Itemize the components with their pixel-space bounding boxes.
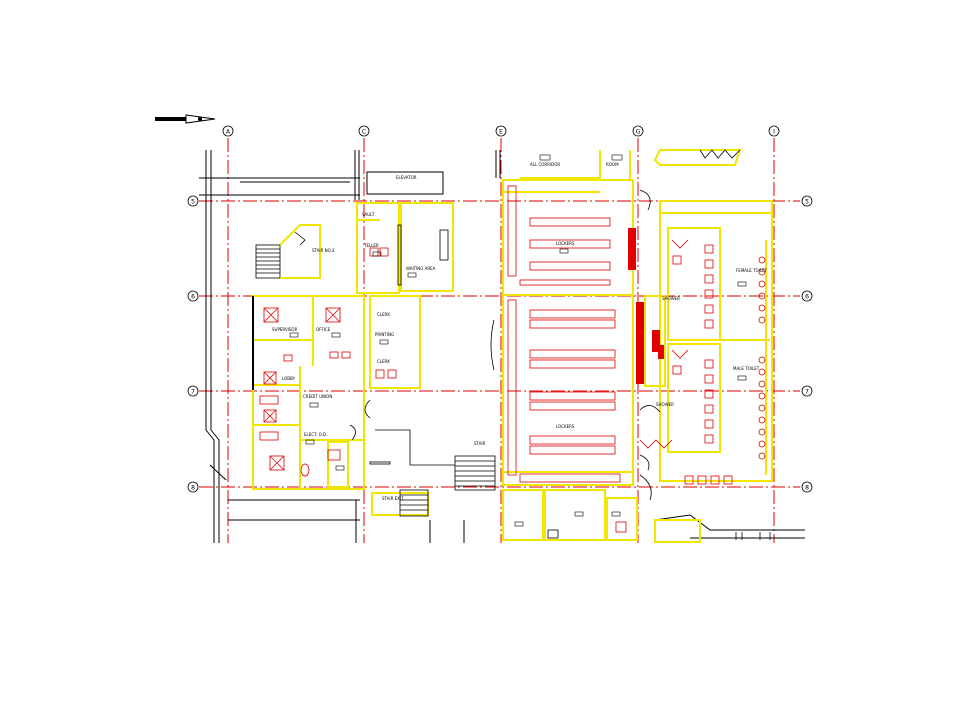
room-label-elevator: ELEVATOR bbox=[396, 175, 417, 180]
column-grid-markers: A C E G I bbox=[222, 125, 780, 137]
grid-label-row: 6 bbox=[805, 294, 809, 301]
room-labels: ELEVATOR VAULT TELLER WAITING AREA STAIR… bbox=[272, 162, 768, 501]
room-label-elect: ELECT. O.D. bbox=[304, 432, 327, 437]
room-label-lockers-upper: LOCKERS bbox=[556, 241, 575, 246]
locker-rows bbox=[507, 185, 621, 483]
grid-label-row: 8 bbox=[805, 485, 809, 492]
grid-label-row: 6 bbox=[191, 294, 195, 301]
room-label-credit-union: CREDIT UNION bbox=[303, 394, 332, 399]
toilet-fixtures bbox=[639, 239, 766, 485]
solid-fixtures bbox=[628, 228, 664, 384]
room-label-vault: VAULT bbox=[362, 212, 375, 217]
room-label-printing: PRINTING bbox=[375, 332, 394, 337]
grid-label-col: G bbox=[636, 129, 641, 136]
grid-label-col: E bbox=[499, 129, 503, 136]
room-label-clerk-upper: CLERK bbox=[377, 312, 390, 317]
grid-label-row: 5 bbox=[805, 199, 809, 206]
grid-label-col: I bbox=[773, 129, 775, 136]
room-tags bbox=[289, 154, 747, 527]
grid-label-col: C bbox=[362, 129, 366, 136]
grid-label-row: 7 bbox=[191, 389, 195, 396]
grid-label-col: A bbox=[226, 129, 231, 136]
room-label-stair: STAIR NO.2 bbox=[312, 248, 335, 253]
building-outline bbox=[199, 150, 805, 543]
north-arrow-icon bbox=[155, 114, 216, 124]
room-label-female-toilet: FEMALE TOILET bbox=[736, 268, 768, 273]
room-label-male-toilet: MALE TOILET bbox=[733, 366, 760, 371]
room-label-lockers-lower: LOCKERS bbox=[556, 424, 575, 429]
grid-label-row: 7 bbox=[805, 389, 809, 396]
row-grid-markers: 5 5 6 6 7 7 8 8 bbox=[187, 195, 813, 493]
walls bbox=[252, 149, 773, 543]
room-label-shower-lower: SHOWER bbox=[656, 402, 674, 407]
room-label-room-top: ROOM bbox=[606, 162, 619, 167]
staircase bbox=[255, 224, 496, 517]
room-label-office: OFFICE bbox=[316, 327, 331, 332]
room-label-teller: TELLER bbox=[363, 243, 379, 248]
room-label-supervisor: SUPERVISOR bbox=[272, 327, 298, 332]
room-label-all-corridor: ALL CORRIDOR bbox=[530, 162, 560, 167]
room-label-clerk-lower: CLERK bbox=[377, 359, 390, 364]
room-label-lobby: LOBBY bbox=[282, 376, 296, 381]
grid-label-row: 5 bbox=[191, 199, 195, 206]
office-furniture bbox=[259, 247, 627, 533]
misc-linework bbox=[252, 149, 771, 540]
room-label-waiting-area: WAITING AREA bbox=[406, 266, 436, 271]
room-label-shower-upper: SHOWER bbox=[662, 296, 680, 301]
room-label-stair-exit: STAIR EXIT bbox=[382, 496, 404, 501]
room-label-stair: STAIR bbox=[474, 441, 486, 446]
grid-label-row: 8 bbox=[191, 485, 195, 492]
